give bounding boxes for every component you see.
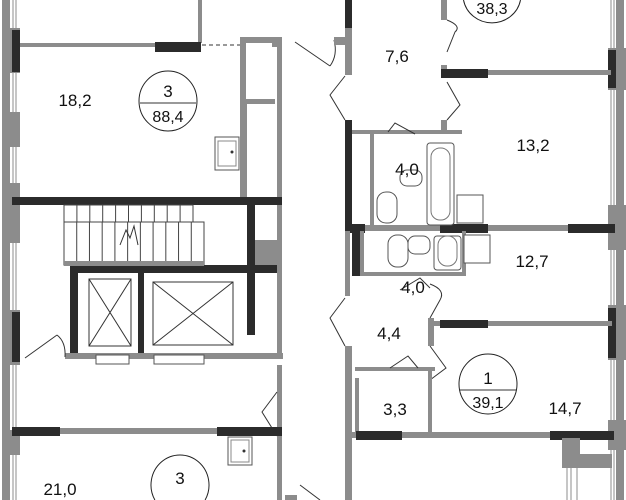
corridor-walls — [12, 365, 321, 500]
right-exterior-wall — [608, 0, 626, 500]
room-area-label: 14,7 — [548, 399, 581, 418]
bathtub-icon — [426, 142, 455, 226]
washbasin-icon — [399, 169, 431, 255]
staircase — [63, 204, 205, 266]
room-area-label: 12,7 — [515, 252, 548, 271]
bathtub-icon — [433, 235, 462, 271]
kitchen-sink-icon — [214, 136, 240, 171]
elevator-shaft — [152, 281, 234, 365]
kitchen-sink-icon — [456, 194, 491, 264]
apartment-area: 39,1 — [472, 395, 503, 412]
room-area-label: 4,0 — [401, 278, 425, 297]
room-area-label: 13,2 — [516, 136, 549, 155]
room-area-label: 18,2 — [58, 91, 91, 110]
stair-flight — [63, 221, 205, 266]
room-area-label: 3,3 — [383, 400, 407, 419]
apartment-badge: 3 — [150, 454, 210, 500]
apartment-badge: 1 39,1 — [458, 353, 518, 415]
toilet-icon — [387, 234, 409, 268]
room-area-label: 7,6 — [385, 47, 409, 66]
room-area-label: 21,0 — [43, 480, 76, 499]
upper-left-walls — [20, 0, 346, 198]
door-swing — [24, 334, 66, 359]
elevator-shaft — [88, 278, 132, 365]
apartment-rooms: 3 — [175, 469, 184, 488]
room-area-label: 4,4 — [377, 324, 401, 343]
room-area-label: 4,0 — [395, 160, 419, 179]
apartment-badge: 3 88,4 — [138, 70, 198, 132]
kitchen-sink-icon — [227, 436, 253, 466]
apartment-area: 38,3 — [476, 1, 507, 18]
left-exterior-wall — [2, 0, 20, 500]
apartment-area: 88,4 — [152, 109, 183, 126]
toilet-icon — [376, 191, 398, 224]
apartment-badge: 38,3 — [463, 0, 521, 24]
right-apartment-walls — [329, 0, 615, 500]
apartment-rooms: 3 — [163, 82, 172, 101]
stair-direction-arrow — [119, 224, 139, 246]
apartment-rooms: 1 — [483, 369, 492, 388]
stair-landing-wall — [64, 261, 204, 266]
